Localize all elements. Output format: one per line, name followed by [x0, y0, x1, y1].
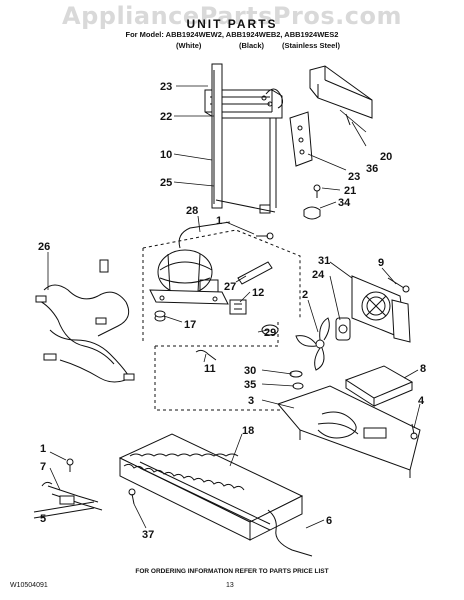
wiring-harness-part [35, 259, 135, 383]
screw-1-upper-part [256, 232, 274, 240]
clip-part [128, 488, 136, 505]
callout-4: 4 [418, 395, 425, 407]
callout-35: 35 [244, 379, 256, 391]
callout-20: 20 [380, 151, 392, 163]
callout-30: 30 [244, 365, 256, 377]
callout-23b: 23 [348, 171, 360, 183]
callout-22: 22 [160, 111, 172, 123]
screw-and-clip-parts [303, 184, 321, 220]
model-line: For Model: ABB1924WEW2, ABB1924WEB2, ABB… [125, 30, 339, 39]
air-duct-part [309, 65, 373, 126]
screw-1-lower-part [66, 458, 74, 472]
drain-pan-part [118, 433, 304, 541]
callout-34: 34 [338, 197, 351, 209]
relay-part [229, 299, 247, 315]
callout-3: 3 [248, 395, 254, 407]
callout-37: 37 [142, 529, 154, 541]
callout-24: 24 [312, 269, 325, 281]
wire-part [195, 349, 217, 361]
callout-17: 17 [184, 319, 196, 331]
support-bracket-part [344, 365, 414, 407]
callout-6: 6 [326, 515, 332, 527]
watermark: AppliancePartsPros.com [62, 2, 402, 30]
drier-part [237, 261, 273, 285]
callout-27: 27 [224, 281, 236, 293]
variant-black: (Black) [239, 41, 265, 50]
variant-stainless: (Stainless Steel) [282, 41, 340, 50]
callout-1: 1 [216, 215, 222, 227]
callout-28: 28 [186, 205, 198, 217]
callout-1-lower: 1 [40, 443, 46, 455]
grommet-part [154, 310, 166, 322]
leader-lines [47, 85, 421, 529]
callout-25: 25 [160, 177, 172, 189]
document-number: W10504091 [10, 582, 48, 589]
callout-31: 31 [318, 255, 330, 267]
fan-motor-part [335, 317, 351, 341]
callout-8: 8 [420, 363, 426, 375]
variant-white: (White) [176, 41, 202, 50]
callout-9: 9 [378, 257, 384, 269]
compartment-outline [142, 229, 301, 411]
callout-36: 36 [366, 163, 378, 175]
page-number: 13 [226, 582, 234, 589]
compressor-part [149, 221, 231, 305]
page-title: UNIT PARTS [186, 17, 278, 31]
callout-18: 18 [242, 425, 254, 437]
lower-harness-part [33, 481, 103, 519]
callout-21: 21 [344, 185, 356, 197]
screw-4-part [410, 423, 418, 440]
callout-7: 7 [40, 461, 46, 473]
fan-blade-part [295, 317, 330, 371]
foot-parts [289, 370, 304, 390]
callout-26: 26 [38, 241, 50, 253]
base-pan-part [277, 385, 421, 478]
overload-part [261, 324, 279, 336]
callout-2: 2 [302, 289, 308, 301]
callout-23: 23 [160, 81, 172, 93]
fan-shroud-part [351, 275, 411, 343]
condenser-assembly [204, 63, 284, 214]
callout-10: 10 [160, 149, 172, 161]
drain-tube-part [267, 509, 313, 557]
ordering-note: FOR ORDERING INFORMATION REFER TO PARTS … [135, 568, 329, 575]
callout-5: 5 [40, 513, 46, 525]
screw-part [387, 277, 410, 293]
mounting-bracket-part [289, 111, 313, 167]
callout-29: 29 [264, 327, 276, 339]
callout-12: 12 [252, 287, 264, 299]
callout-11: 11 [204, 363, 216, 375]
